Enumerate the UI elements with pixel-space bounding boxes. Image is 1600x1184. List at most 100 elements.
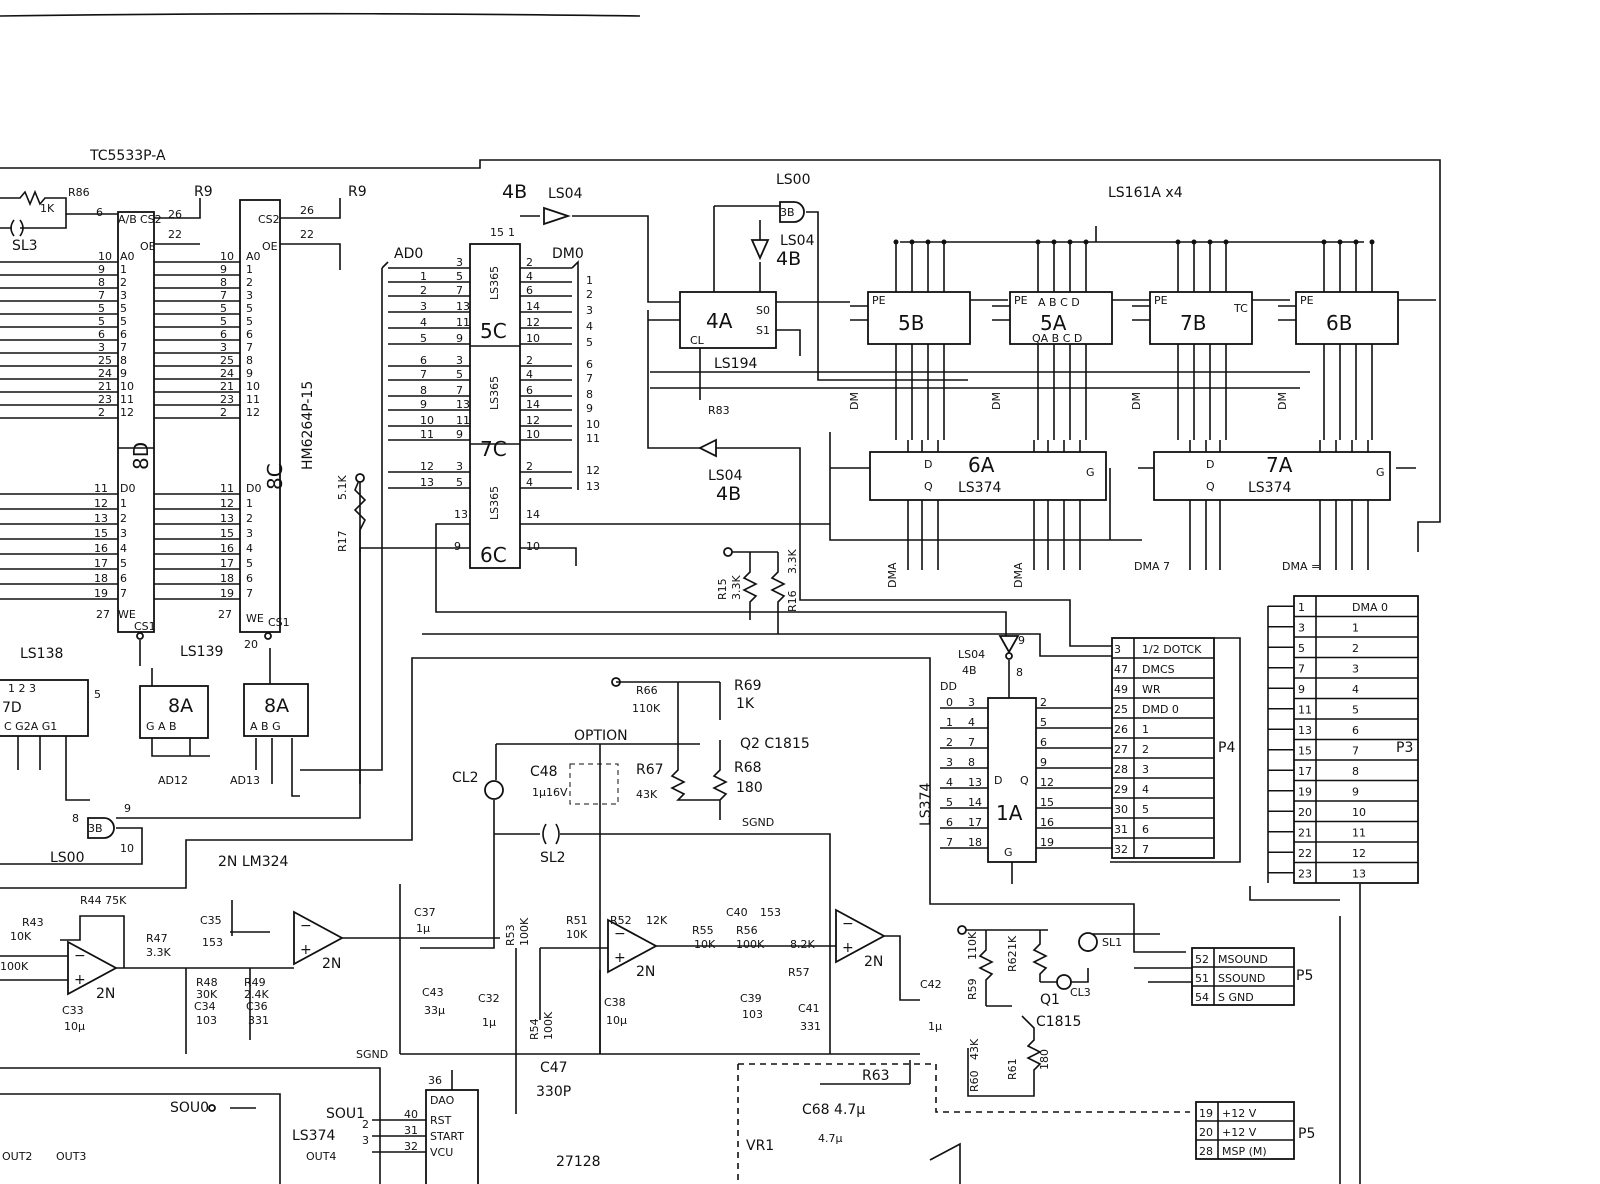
- buffer-out-pin: 6: [526, 284, 533, 297]
- rom-data-pin: 19: [94, 587, 108, 600]
- p3-signal: 11: [1352, 827, 1366, 840]
- p5b-pin: 20: [1199, 1126, 1213, 1139]
- decoder-7d-pins: 1 2 3: [8, 682, 36, 695]
- counter-label: 5B: [898, 311, 924, 335]
- r68-value: 180: [736, 780, 763, 796]
- latch1a-in-pin: 8: [968, 756, 975, 769]
- rom-8d-label: 8D: [129, 442, 153, 470]
- c43-value: 33μ: [424, 1004, 445, 1017]
- p5a-pin: 54: [1195, 991, 1209, 1004]
- buffer-p14: 14: [526, 508, 540, 521]
- ram-addr-label: 2: [246, 276, 253, 289]
- buffer-ad-name: 6: [420, 354, 427, 367]
- buffer-ad-name: 13: [420, 476, 434, 489]
- r51-value: 10K: [566, 928, 588, 941]
- buffer-dm-name: 3: [586, 304, 593, 317]
- p3-signal: 3: [1352, 663, 1359, 676]
- dma-eq-label: DMA =: [1282, 560, 1320, 573]
- rom-addr-label: 7: [120, 341, 127, 354]
- decoder-8a-2-pins: A B G: [250, 720, 281, 733]
- r62-label: R62: [1006, 950, 1019, 972]
- latch-6a-q: Q: [924, 480, 933, 493]
- rom-addr-label: 12: [120, 406, 134, 419]
- inv-ls04-label: LS04: [548, 186, 583, 202]
- p4-signal: 4: [1142, 783, 1149, 796]
- buffer-in-pin: 3: [456, 460, 463, 473]
- decoder-8a-1: [139, 685, 209, 739]
- rom-data-label: D0: [120, 482, 135, 495]
- ad12-label: AD12: [158, 774, 188, 787]
- r15-vcc: [723, 547, 733, 557]
- buffer-out-pin: 2: [526, 460, 533, 473]
- latch1a-out-pin: 19: [1040, 836, 1054, 849]
- latch-1a-p9: 9: [1018, 634, 1025, 647]
- buffer-in-pin: 11: [456, 414, 470, 427]
- p4-box: [1111, 637, 1215, 859]
- p5b-box: [1195, 1101, 1295, 1160]
- p3-signal: 13: [1352, 868, 1366, 881]
- counter-label: 6B: [1326, 311, 1352, 335]
- ram-addr-label: 12: [246, 406, 260, 419]
- latch-6a-d: D: [924, 458, 932, 471]
- p3-signal: 1: [1352, 622, 1359, 635]
- counter-label: 7B: [1180, 311, 1206, 335]
- r86-label: R86: [68, 186, 90, 199]
- r17-resistor: [353, 477, 367, 552]
- latch1a-in-pin: 17: [968, 816, 982, 829]
- opamp-label: 2N: [864, 954, 883, 970]
- counter-power-rail: [900, 226, 1364, 243]
- dac-wires: [372, 1070, 453, 1153]
- opamp-triangle: [607, 918, 658, 974]
- sgnd2-label: SGND: [356, 1048, 388, 1061]
- rom-data-label: 6: [120, 572, 127, 585]
- ram-data-label: 1: [246, 497, 253, 510]
- buffer-in-pin: 13: [456, 300, 470, 313]
- p5b-pin: 19: [1199, 1107, 1213, 1120]
- ram-addr-pin: 21: [220, 380, 234, 393]
- nand-ls00-lower: [87, 817, 115, 839]
- latch-1a-q: Q: [1020, 774, 1029, 787]
- p4-signal: 1: [1142, 723, 1149, 736]
- r56-label: R56: [736, 924, 758, 937]
- ram-data-label: 5: [246, 557, 253, 570]
- sl3-wire: [0, 214, 67, 229]
- ram-data-label: 7: [246, 587, 253, 600]
- nand-lower-wires: [0, 548, 361, 865]
- audio-outline-wire: [0, 657, 1186, 953]
- ram-addr-pin: 9: [220, 263, 227, 276]
- latch1a-idx: 5: [946, 796, 953, 809]
- decoder-8a-1-label: 8A: [168, 695, 193, 717]
- ram-data-pin: 11: [220, 482, 234, 495]
- r86-resistor: [0, 189, 118, 215]
- rom-addr-label: 10: [120, 380, 134, 393]
- buffer-p13: 13: [454, 508, 468, 521]
- buffer-ad-name: 2: [420, 284, 427, 297]
- c42-value: 1μ: [928, 1020, 942, 1033]
- rom-addr-pin: 8: [98, 276, 105, 289]
- ram-addr-label: 5: [246, 315, 253, 328]
- inverter-1a: [998, 635, 1020, 654]
- ram-addr-pin: 25: [220, 354, 234, 367]
- r56-value: 100K: [736, 938, 765, 951]
- decoder-wires: [17, 648, 300, 801]
- latch-1a-4b: 4B: [962, 664, 977, 677]
- buffer-ad-name: 8: [420, 384, 427, 397]
- p4-signal: 1/2 DOTCK: [1142, 643, 1202, 656]
- shift-register-wires: [648, 301, 850, 400]
- c39-value: 103: [742, 1008, 763, 1021]
- rom-p26: 26: [168, 208, 182, 221]
- latch-1a-label: 1A: [996, 801, 1023, 825]
- rom-addr-pin: 3: [98, 341, 105, 354]
- rom-cs1: CS1: [134, 620, 156, 633]
- buffer-part-b: LS365: [488, 376, 501, 410]
- c35-value: 153: [202, 936, 223, 949]
- dma7-label: DMA 7: [1134, 560, 1170, 573]
- r59-label: R59: [966, 978, 979, 1000]
- buffer-in-pin: 3: [456, 256, 463, 269]
- latch1a-out-pin: 5: [1040, 716, 1047, 729]
- r52-label: R52: [610, 914, 632, 927]
- c68-label: C68 4.7μ: [802, 1102, 865, 1118]
- counter-pe: PE: [1014, 294, 1028, 307]
- r15-value: 3.3K: [730, 575, 743, 600]
